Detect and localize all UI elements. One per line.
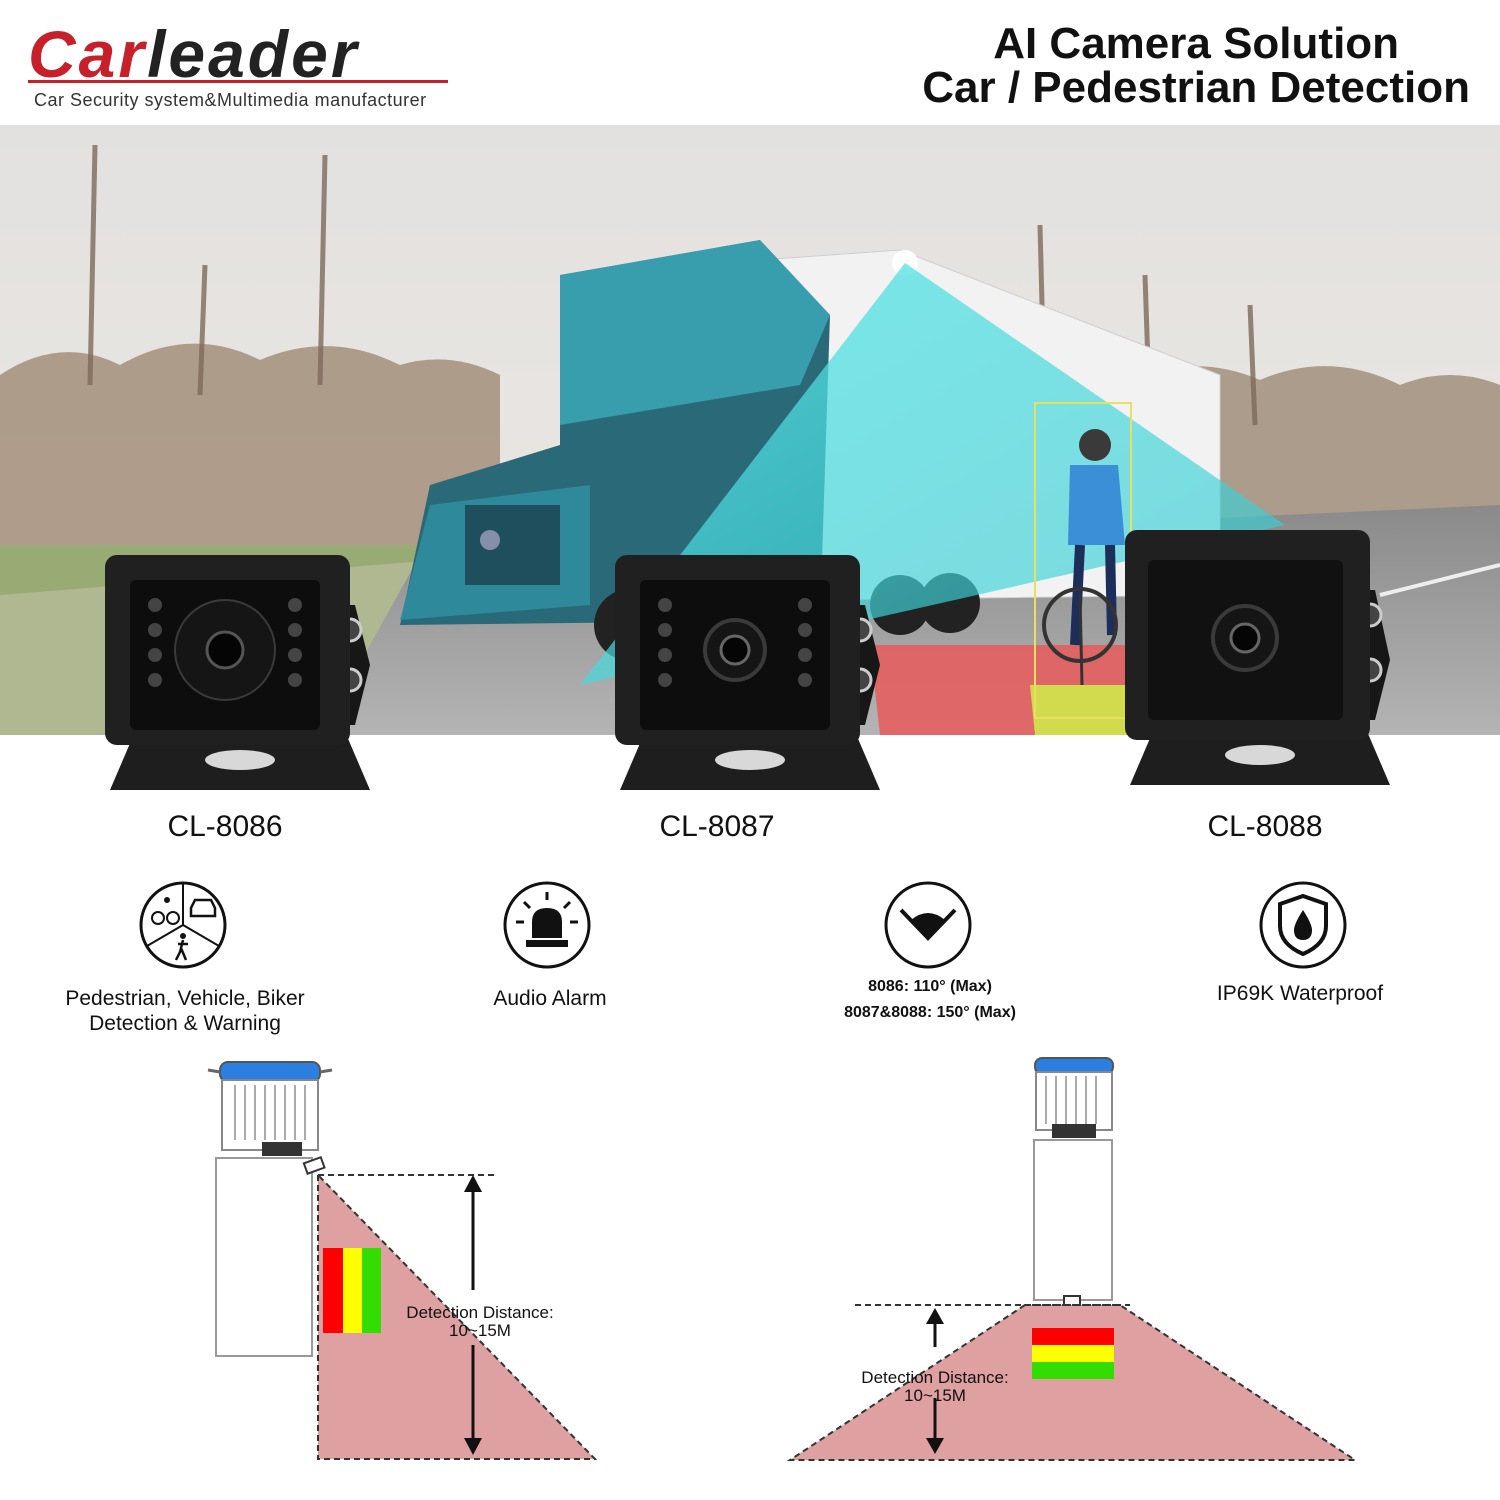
side-detection-distance-label-line1: Detection Distance:: [406, 1303, 554, 1322]
feature-label-audio-alarm: Audio Alarm: [493, 987, 607, 1010]
brand-logo: Carleader: [28, 18, 360, 90]
rear-zone-bar-red: [1032, 1328, 1114, 1345]
waterproof-shield-icon: [1259, 881, 1347, 969]
feature-label-fov-8087-8088: 8087&8088: 150° (Max): [844, 1004, 1016, 1021]
rear-detection-area: [786, 1304, 1359, 1461]
side-detection-distance-label: Detection Distance: 10~15M: [380, 1304, 580, 1340]
viewing-angle-icon: [884, 881, 972, 969]
feature-label-detection-line2: Detection & Warning: [89, 1012, 281, 1035]
feature-label-detection: Pedestrian, Vehicle, Biker Detection & W…: [35, 986, 335, 1036]
zone-bar-red: [323, 1248, 343, 1333]
rear-zone-bar-green: [1032, 1362, 1114, 1379]
model-label-cl-8088: CL-8088: [1207, 810, 1323, 843]
logo-underline: [28, 80, 448, 83]
rear-detection-distance-label: Detection Distance: 10~15M: [830, 1369, 1040, 1405]
rear-detection-distance-label-line1: Detection Distance:: [861, 1368, 1009, 1387]
side-detection-area: [317, 1172, 598, 1460]
brand-name-part2: leader: [147, 17, 360, 91]
rear-zone-bar-yellow: [1032, 1345, 1114, 1362]
zone-bar-yellow: [343, 1248, 362, 1333]
camera-cl-8086: [105, 555, 370, 790]
model-label-cl-8087: CL-8087: [659, 810, 775, 843]
zone-bar-green: [362, 1248, 381, 1333]
pedestrian-vehicle-biker-icon: [139, 881, 227, 969]
page-headline: AI Camera Solution Car / Pedestrian Dete…: [922, 22, 1470, 110]
brand-tagline: Car Security system&Multimedia manufactu…: [34, 90, 427, 110]
camera-cl-8087: [615, 555, 880, 790]
feature-label-waterproof: IP69K Waterproof: [1216, 982, 1384, 1005]
model-label-cl-8086: CL-8086: [167, 810, 283, 843]
side-detection-diagram: [207, 1061, 598, 1460]
feature-label-detection-line1: Pedestrian, Vehicle, Biker: [65, 987, 305, 1010]
headline-line1: AI Camera Solution: [993, 19, 1400, 68]
alarm-siren-icon: [503, 881, 591, 969]
rear-detection-diagram: [786, 1057, 1359, 1461]
rear-detection-distance-label-line2: 10~15M: [904, 1386, 966, 1405]
headline-line2: Car / Pedestrian Detection: [922, 63, 1470, 112]
cyclist-figure: [1042, 429, 1125, 686]
side-detection-distance-label-line2: 10~15M: [449, 1321, 511, 1340]
brand-name-part1: Car: [28, 17, 148, 91]
camera-cl-8088: [1125, 530, 1390, 785]
feature-label-fov-8086: 8086: 110° (Max): [868, 978, 992, 995]
